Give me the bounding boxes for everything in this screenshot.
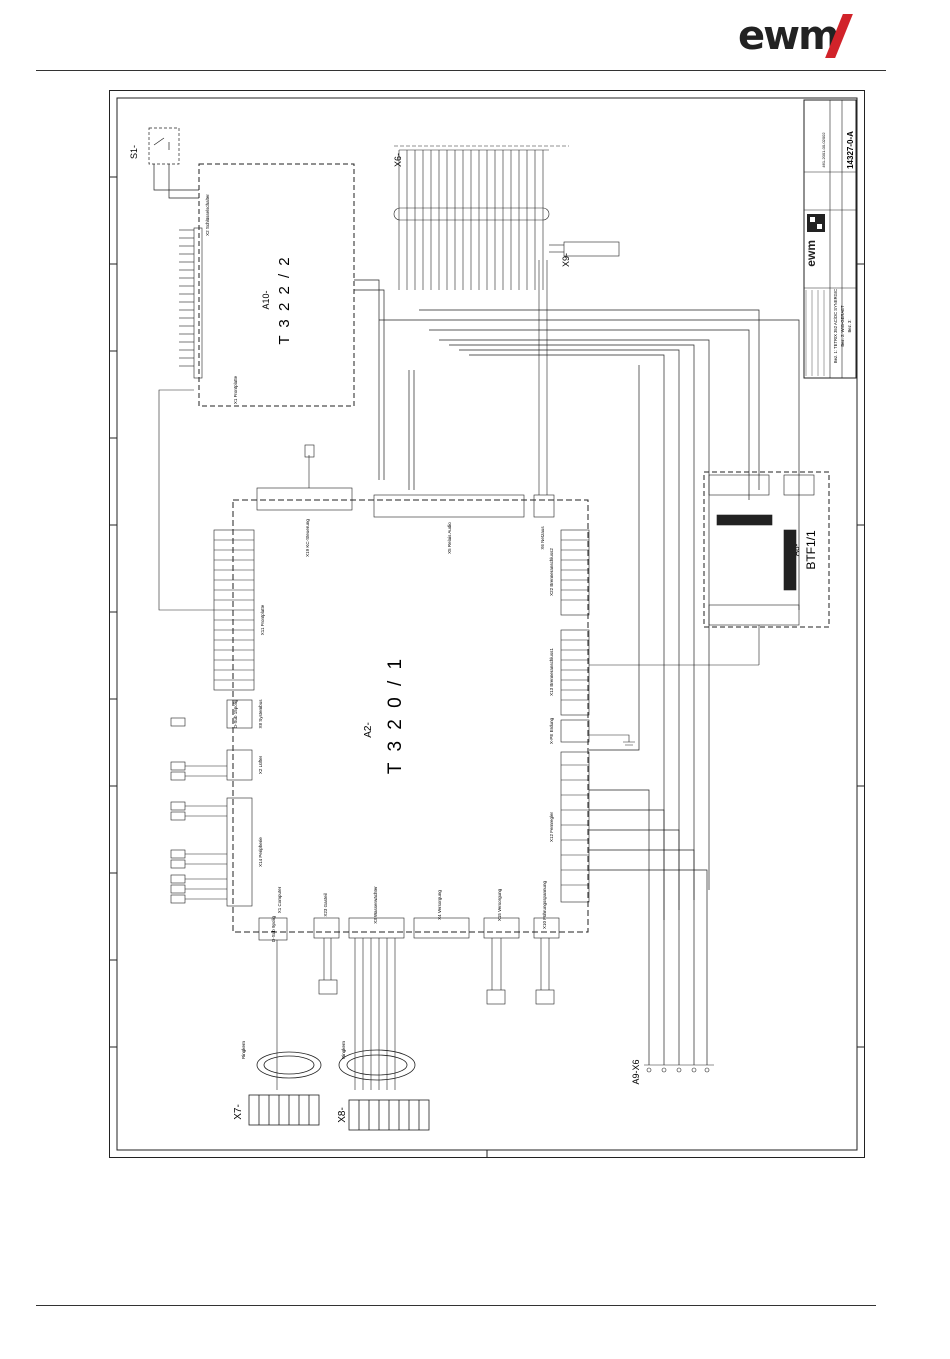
a2-name: T 3 2 0 / 1 xyxy=(385,656,406,774)
title-block-logo: ewm xyxy=(804,240,818,267)
a10-module-box xyxy=(198,163,355,407)
a10-x1-pin-strip xyxy=(179,227,203,379)
xpe-label: X-PE Erdung xyxy=(549,717,554,744)
footer-rule xyxy=(36,1305,876,1306)
a2-module-box xyxy=(232,499,589,933)
x13-label: X13 Brenneranschluss1 xyxy=(549,648,554,696)
qr-code xyxy=(807,214,825,232)
x12-label: X12 Fernregler xyxy=(549,811,554,842)
a8-module-box xyxy=(703,471,830,628)
x6-netzaus-connector xyxy=(533,260,555,518)
dsub9-label: D-Sub 9polig xyxy=(271,915,276,942)
logo-text: ewm xyxy=(738,13,840,59)
x1-computer-label: X1 Computer xyxy=(277,886,282,913)
x2-schluessel-label: X2 Schlüsselschalter xyxy=(205,194,210,236)
a9-x6-wires xyxy=(589,365,708,1065)
x14-peripherie-label: X14 Peripherie xyxy=(258,837,263,867)
x1-frontplatte-label: X1 Frontplatte xyxy=(233,375,238,404)
title-block: ewm 14327-0-A 461-2001-00-02002 Bez. 1: … xyxy=(803,99,857,379)
x8-label: X8- xyxy=(337,1107,348,1123)
a10-name: T 3 2 2 / 2 xyxy=(276,255,293,344)
x6-top-connector xyxy=(393,145,569,290)
a9-x6-label: A9-X6 xyxy=(631,1059,641,1084)
ringkern-cores xyxy=(248,1049,430,1131)
x19-label: X19 KC-Steuerung xyxy=(305,519,310,557)
header-rule xyxy=(36,70,886,71)
x10-label: X10 Führungsspannung xyxy=(542,880,547,929)
a2-bottom-connectors xyxy=(258,917,560,1090)
s1-label: S1- xyxy=(129,145,139,159)
x11-pin-strip xyxy=(158,389,255,691)
x2-luefter-label: X2 Lüfter xyxy=(258,755,263,774)
x3-label: X3 Wasserwächter xyxy=(373,886,378,924)
x4-label: X4 Versorgung xyxy=(437,890,442,920)
drawing-number: 14327-0-A xyxy=(846,131,855,169)
title-line-1: Bez. 1: TETRIX 352 AC/DC SYNERGIC xyxy=(833,289,838,363)
x11-label: X11 Frontplatte xyxy=(260,604,265,635)
a8-internals xyxy=(589,474,815,666)
a10-bus-wires xyxy=(354,279,800,920)
frame-ticks xyxy=(109,176,865,1158)
x9-connector xyxy=(549,241,620,257)
x6-label: X6- xyxy=(393,153,403,167)
a8-name: BTF1/1 xyxy=(804,530,818,570)
right-pin-strips xyxy=(560,529,635,903)
x7-label: X7- xyxy=(233,1104,244,1120)
ringkern-2-label: Ringkern xyxy=(341,1041,346,1060)
title-line-2: Bez. 2: WIG-GERAET xyxy=(840,305,845,347)
schematic-drawing: ewm 14327-0-A 461-2001-00-02002 Bez. 1: … xyxy=(109,90,865,1158)
document-number: 461-2001-00-02002 xyxy=(821,132,826,168)
a9-x6-terminals xyxy=(644,1064,714,1073)
ewm-logo: ewm xyxy=(738,14,898,58)
x9-label: X9- xyxy=(561,253,571,267)
left-connectors xyxy=(170,699,253,907)
x22-label: X22 Brenneranschluss2 xyxy=(549,548,554,596)
title-line-3: Bez. 3: xyxy=(847,319,852,332)
ringkern-1-label: Ringkern xyxy=(241,1041,246,1060)
a8-ref: A8- xyxy=(792,543,801,556)
s1-switch-box xyxy=(148,127,180,165)
x8-systembus-label: X8 Systembus xyxy=(258,699,263,729)
x15-label: X15 Versorgung xyxy=(497,888,502,921)
a10-ref: A10- xyxy=(261,290,271,309)
x19-connector xyxy=(256,444,353,511)
x5-label: X5 Relais Audio xyxy=(447,522,452,554)
x5-connector xyxy=(373,494,525,518)
schematic-sheet: ewm 14327-0-A 461-2001-00-02002 Bez. 1: … xyxy=(109,90,865,1158)
dsub15-label: D-Sub 15polig xyxy=(233,699,238,728)
a2-ref: A2- xyxy=(363,722,374,738)
x23-label: X23 Gasteil xyxy=(323,893,328,916)
x6-netzaus-label: X6 Netzaus xyxy=(540,526,545,550)
